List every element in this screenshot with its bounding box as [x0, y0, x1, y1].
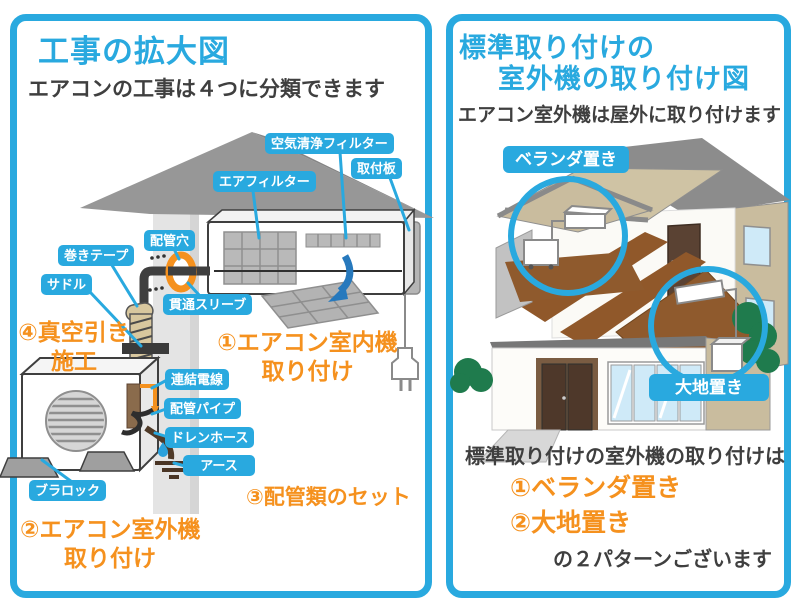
step4-line2: 施工 — [51, 347, 97, 374]
right-panel-title-line2: 室外機の取り付け図 — [498, 64, 750, 94]
left-panel-subtitle: エアコンの工事は４つに分類できます — [28, 78, 385, 101]
label-saddle: サドル — [41, 274, 93, 295]
label-winding-tape: 巻きテープ — [58, 245, 135, 266]
footer-option2: ②大地置き — [510, 509, 632, 537]
label-connecting-wire: 連結電線 — [165, 369, 230, 390]
label-ground-placement: 大地置き — [649, 374, 769, 401]
label-pipe-hole: 配管穴 — [144, 230, 196, 251]
right-panel-subtitle: エアコン室外機は屋外に取り付けます — [458, 105, 782, 126]
footer-lead: 標準取り付けの室外機の取り付けは — [465, 446, 785, 468]
label-veranda-placement: ベランダ置き — [503, 146, 629, 173]
label-through-sleeve: 貫通スリーブ — [163, 294, 253, 315]
label-air-filter: エアフィルター — [213, 171, 316, 192]
footer-option1: ①ベランダ置き — [510, 474, 682, 502]
step2-outdoor-unit: ②エアコン室外機 取り付け — [20, 515, 200, 573]
label-drain-hose: ドレンホース — [165, 427, 255, 448]
step4-vacuum: ④真空引き 施工 — [8, 318, 140, 376]
step1-indoor-unit: ①エアコン室内機 取り付け — [215, 328, 400, 386]
step1-line2: 取り付け — [261, 357, 354, 384]
step4-line1: ④真空引き — [18, 319, 130, 345]
step2-line2: 取り付け — [64, 544, 156, 571]
label-pla-block: ブラロック — [29, 480, 107, 501]
label-pipe: 配管パイプ — [164, 398, 242, 419]
right-panel-title-line1: 標準取り付けの — [459, 33, 655, 63]
label-air-purify-filter: 空気清浄フィルター — [265, 133, 394, 154]
label-earth: アース — [183, 455, 255, 476]
left-panel-title: 工事の拡大図 — [38, 34, 230, 69]
label-mounting-plate: 取付板 — [351, 158, 403, 179]
step1-line1: ①エアコン室内機 — [217, 329, 398, 355]
footer-tail: の２パターンございます — [553, 549, 772, 571]
step3-piping-set: ③配管類のセット — [246, 486, 411, 509]
step2-line1: ②エアコン室外機 — [20, 516, 201, 542]
